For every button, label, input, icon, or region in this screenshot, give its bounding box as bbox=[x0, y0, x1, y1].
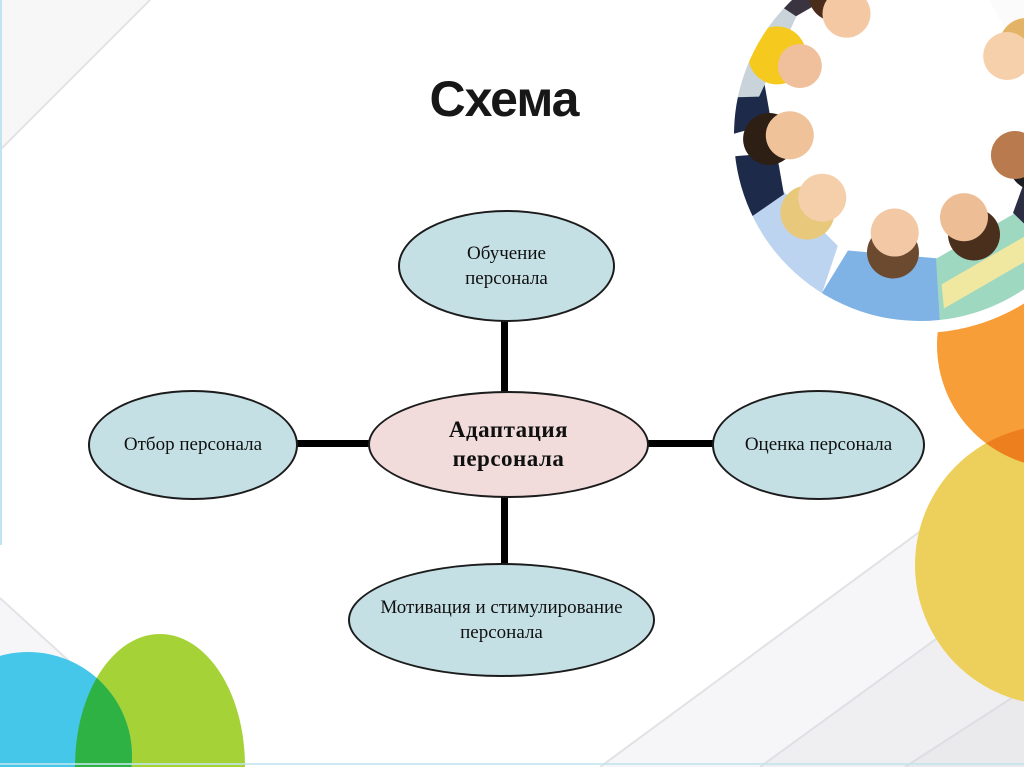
person-navy-suit bbox=[728, 52, 814, 260]
bottom-edge-accent-line bbox=[0, 763, 1024, 765]
node-training: Обучение персонала bbox=[398, 210, 615, 322]
node-evaluation: Оценка персонала bbox=[712, 390, 925, 500]
connector-center-bottom bbox=[501, 496, 508, 566]
person-hard-hat bbox=[728, 0, 822, 100]
node-motivation: Мотивация и стимулирование персонала bbox=[348, 563, 655, 677]
person-dark-jacket bbox=[990, 101, 1024, 290]
left-edge-accent-line bbox=[0, 0, 2, 545]
slide-title: Схема bbox=[429, 71, 580, 127]
connector-center-top bbox=[501, 319, 508, 395]
person-doctor bbox=[983, 0, 1024, 102]
team-huddle-photo bbox=[722, 0, 1024, 333]
node-selection: Отбор персонала bbox=[88, 390, 298, 500]
green-cyan-circles-decor bbox=[0, 634, 245, 767]
person-smiling-woman bbox=[728, 0, 874, 38]
connector-center-left bbox=[296, 440, 370, 447]
node-adaptation-center: Адаптация персонала bbox=[368, 391, 649, 498]
connector-center-right bbox=[645, 440, 715, 447]
photo-white-rim bbox=[722, 0, 1024, 333]
